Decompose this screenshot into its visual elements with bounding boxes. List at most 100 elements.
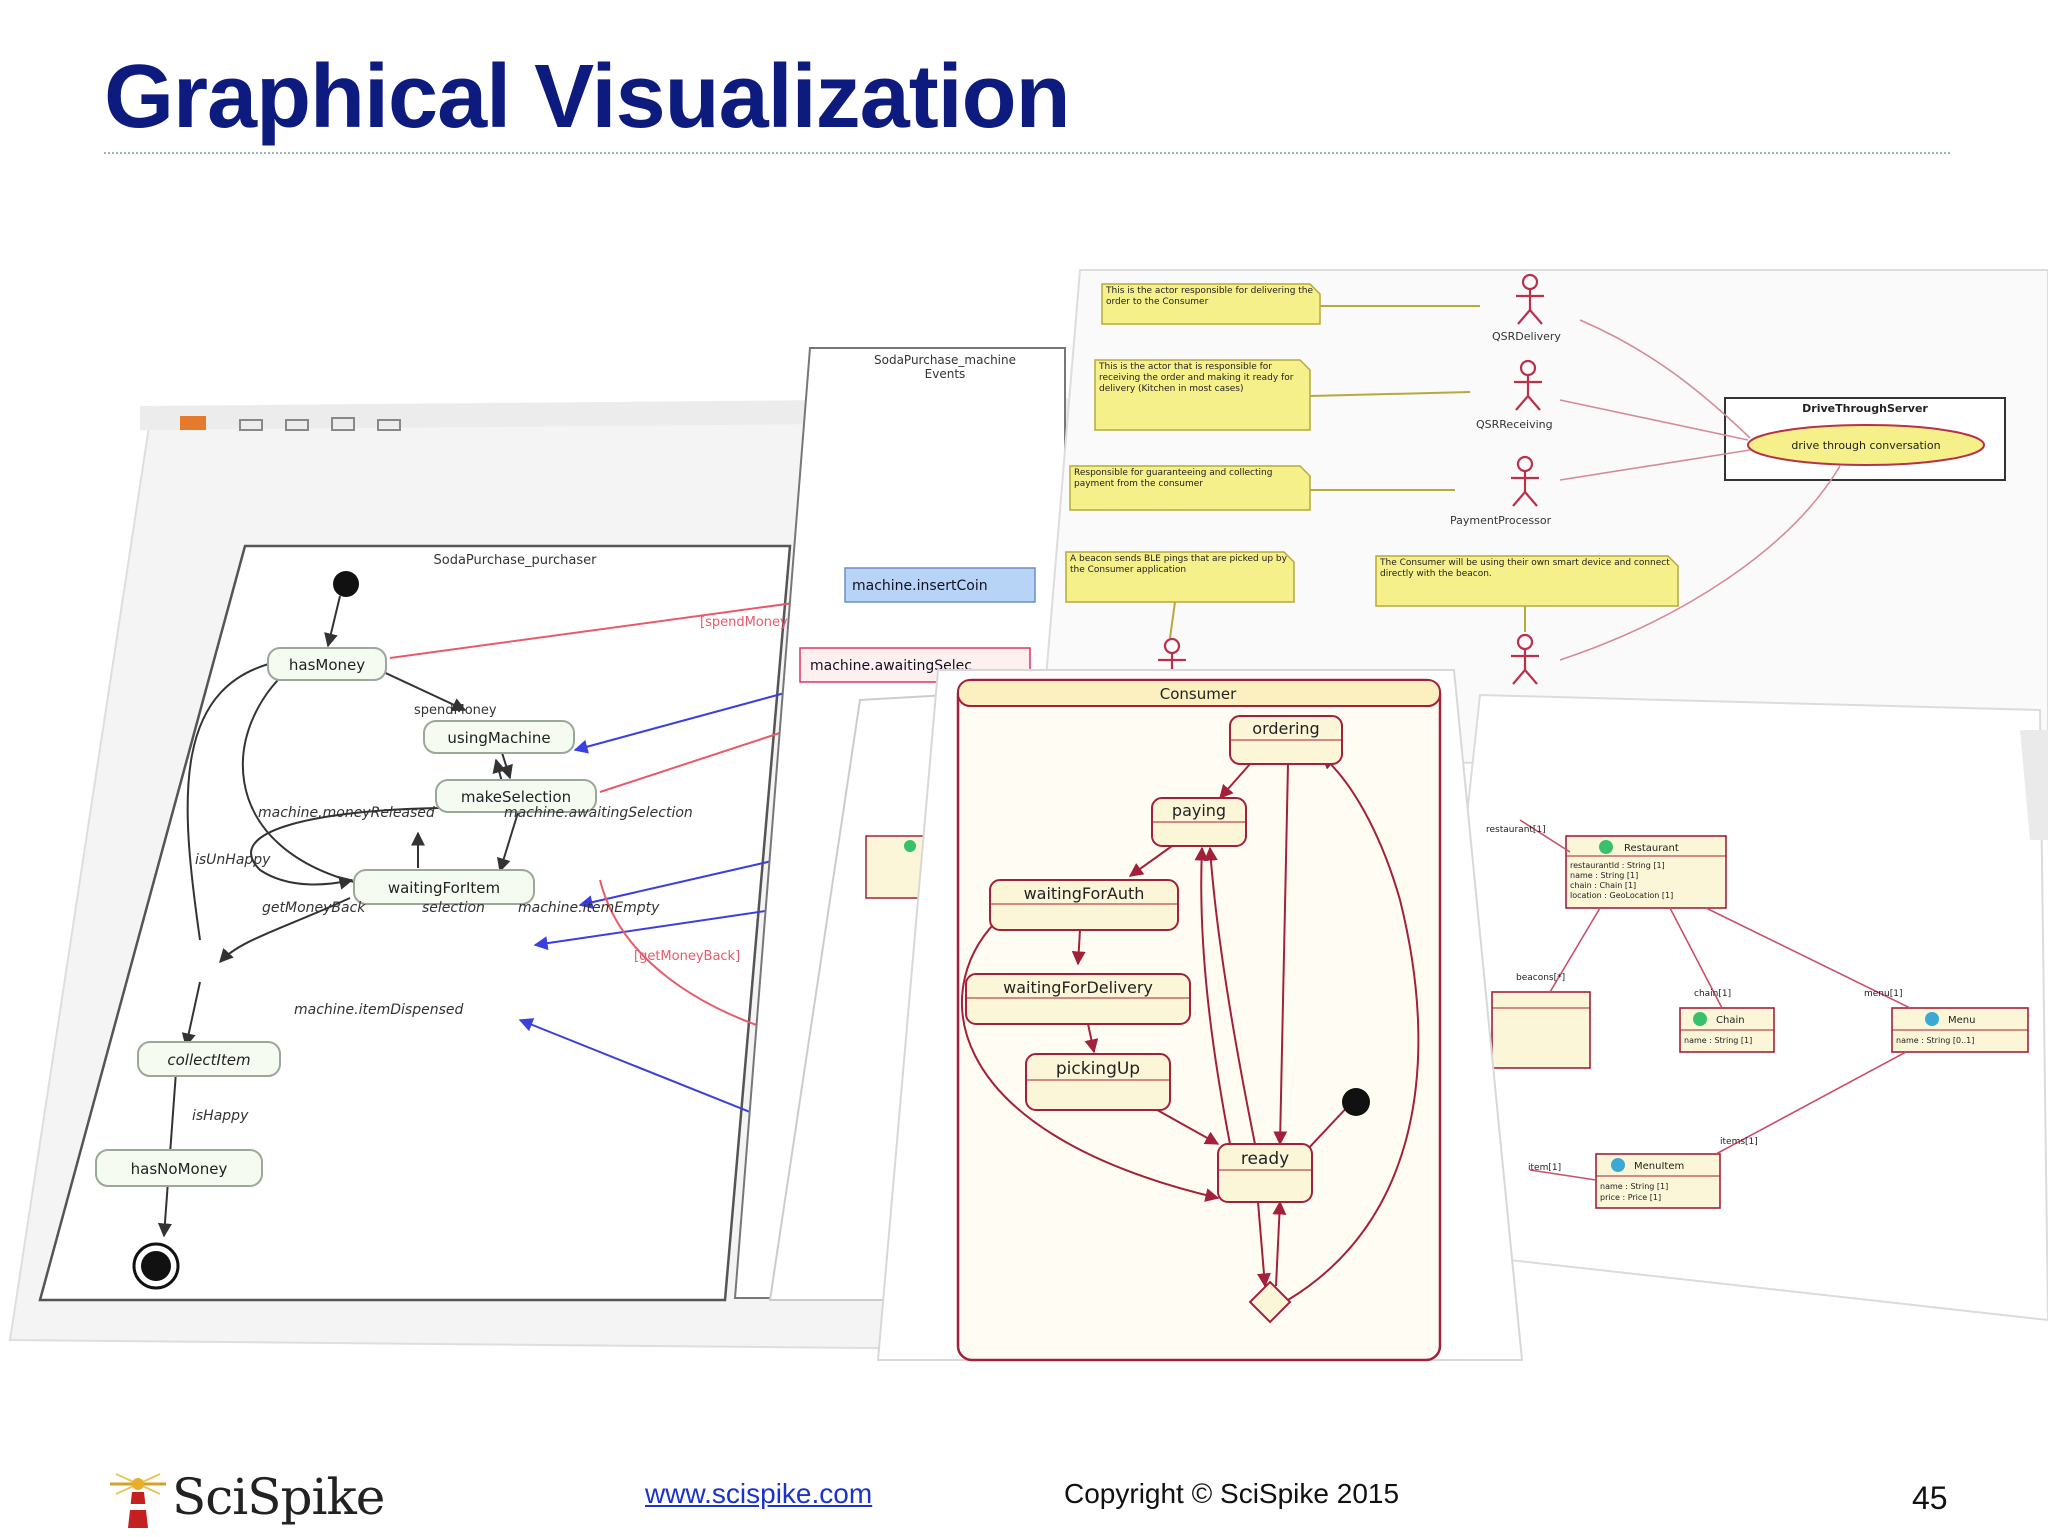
svg-text:Restaurant: Restaurant (1624, 843, 1679, 854)
label-is-happy: isHappy (192, 1108, 249, 1124)
role-items: items[1] (1720, 1137, 1758, 1147)
event-insert-coin[interactable]: machine.insertCoin (844, 567, 1036, 603)
window-app-icon (180, 416, 206, 430)
purchaser-state-make-selection[interactable]: makeSelection (435, 779, 597, 813)
actor-delivery-icon (1516, 273, 1544, 325)
purchaser-final-node (132, 1242, 180, 1290)
svg-text:collectItem: collectItem (167, 1051, 250, 1069)
svg-text:makeSelection: makeSelection (461, 788, 571, 806)
label-get-money-back: getMoneyBack (262, 900, 366, 916)
svg-text:hasMoney: hasMoney (289, 656, 365, 674)
svg-text:chain : Chain [1]: chain : Chain [1] (1570, 881, 1636, 890)
note-delivery: This is the actor responsible for delive… (1101, 283, 1480, 325)
actors-diagram: This is the actor responsible for delive… (1038, 269, 2048, 782)
svg-text:waitingForDelivery: waitingForDelivery (1003, 978, 1153, 997)
svg-text:SodaPurchase_machine: SodaPurchase_machine (874, 353, 1016, 367)
consumer-state-picking-up[interactable]: pickingUp (1025, 1053, 1171, 1111)
svg-text:name : String [1]: name : String [1] (1570, 871, 1638, 880)
label-awaiting-selection: machine.awaitingSelection (504, 805, 693, 821)
svg-text:location : GeoLocation [1]: location : GeoLocation [1] (1570, 891, 1673, 900)
consumer-frame-title: Consumer (1160, 685, 1237, 703)
toolbar-folder-icon[interactable] (285, 419, 309, 431)
toolbar-save-icon[interactable] (331, 417, 355, 431)
svg-text:Menu: Menu (1948, 1015, 1975, 1026)
toolbar-export-icon[interactable] (377, 419, 401, 431)
note-receiving: This is the actor that is responsible fo… (1094, 359, 1471, 431)
actor-payment-label: PaymentProcessor (1450, 514, 1552, 527)
svg-text:usingMachine: usingMachine (447, 729, 550, 747)
note-beacon: A beacon sends BLE pings that are picked… (1065, 551, 1295, 639)
actor-consumer-icon (1511, 633, 1539, 685)
consumer-state-ordering[interactable]: ordering (1229, 715, 1343, 765)
purchaser-state-collect-item[interactable]: collectItem (137, 1041, 281, 1077)
note-payment: Responsible for guaranteeing and collect… (1069, 465, 1455, 511)
consumer-state-ready[interactable]: ready (1217, 1143, 1313, 1203)
svg-text:restaurantId : String [1]: restaurantId : String [1] (1570, 861, 1665, 870)
diagram-collage: SodaPurchase_purchaser (8, 269, 2048, 1362)
class-chain[interactable]: Chain name : String [1] (1679, 1007, 1775, 1053)
footer-website-link[interactable]: www.scispike.com (645, 1478, 873, 1509)
title-divider (104, 152, 1950, 154)
scispike-logo[interactable]: SciSpike (108, 1462, 385, 1532)
consumer-diagram: Consumer ord (876, 669, 1524, 1362)
svg-text:machine.awaitingSelec: machine.awaitingSelec (810, 658, 972, 674)
entity-icon (1693, 1012, 1707, 1026)
svg-text:waitingForAuth: waitingForAuth (1024, 884, 1145, 903)
purchaser-state-waiting-for-item[interactable]: waitingForItem (353, 869, 535, 905)
entity-icon (904, 840, 916, 852)
purchaser-state-using-machine[interactable]: usingMachine (423, 720, 575, 754)
consumer-state-paying[interactable]: paying (1151, 797, 1247, 847)
svg-text:MenuItem: MenuItem (1634, 1161, 1684, 1172)
class-menu[interactable]: Menu name : String [0..1] (1891, 1007, 2029, 1053)
role-chain: chain[1] (1694, 989, 1731, 999)
svg-text:price : Price [1]: price : Price [1] (1600, 1193, 1661, 1202)
purchaser-frame-title: SodaPurchase_purchaser (434, 553, 598, 568)
svg-text:drive through conversation: drive through conversation (1791, 439, 1940, 452)
svg-text:ready: ready (1241, 1149, 1289, 1169)
consumer-choice-node (1248, 1280, 1292, 1324)
label-get-money-back-event: [getMoneyBack] (634, 949, 740, 964)
label-spend-money: spendMoney (414, 703, 497, 718)
class-restaurant[interactable]: Restaurant restaurantId : String [1] nam… (1565, 835, 1727, 909)
toolbar-home-icon[interactable] (239, 419, 263, 431)
svg-text:hasNoMoney: hasNoMoney (131, 1160, 228, 1178)
svg-text:Events: Events (925, 367, 966, 381)
svg-text:waitingForItem: waitingForItem (388, 879, 500, 897)
role-beacons: beacons[*] (1516, 973, 1565, 983)
svg-text:machine.insertCoin: machine.insertCoin (852, 578, 988, 594)
note-consumer: The Consumer will be using their own sma… (1375, 555, 1679, 632)
label-item-empty: machine.itemEmpty (518, 900, 660, 916)
actor-delivery-label: QSRDelivery (1492, 330, 1561, 343)
svg-text:pickingUp: pickingUp (1056, 1059, 1140, 1079)
svg-text:paying: paying (1172, 801, 1226, 820)
role-menu: menu[1] (1864, 989, 1902, 999)
svg-text:name : String [1]: name : String [1] (1684, 1036, 1752, 1045)
role-restaurant: restaurant[1] (1486, 825, 1546, 835)
role-item: item[1] (1528, 1163, 1561, 1173)
actor-receiving-icon (1514, 359, 1542, 411)
slide-title: Graphical Visualization (104, 47, 1071, 147)
consumer-initial-node (1342, 1088, 1370, 1116)
purchaser-frame (38, 544, 792, 1302)
logo-text: SciSpike (172, 1468, 385, 1526)
type-icon (1925, 1012, 1939, 1026)
svg-text:name : String [1]: name : String [1] (1600, 1182, 1668, 1191)
purchaser-initial-node (333, 571, 359, 597)
consumer-state-waiting-for-auth[interactable]: waitingForAuth (989, 879, 1179, 931)
label-spend-money-event: [spendMoney] (700, 615, 793, 630)
class-diagram: Restaurant restaurantId : String [1] nam… (1418, 693, 2048, 1322)
class-beacon-partial[interactable] (1491, 991, 1591, 1069)
purchaser-state-has-money[interactable]: hasMoney (267, 647, 387, 681)
label-selection: selection (422, 900, 485, 916)
svg-text:Chain: Chain (1716, 1015, 1745, 1026)
purchaser-state-has-no-money[interactable]: hasNoMoney (95, 1149, 263, 1187)
label-is-unhappy: isUnHappy (195, 852, 271, 868)
class-menu-item[interactable]: MenuItem name : String [1] price : Price… (1595, 1153, 1721, 1209)
actor-payment-icon (1511, 455, 1539, 507)
svg-text:name : String [0..1]: name : String [0..1] (1896, 1036, 1974, 1045)
consumer-state-waiting-for-delivery[interactable]: waitingForDelivery (965, 973, 1191, 1025)
lighthouse-icon (110, 1473, 166, 1528)
drive-through-server[interactable]: DriveThroughServer drive through convers… (1724, 397, 2006, 481)
footer-copyright: Copyright © SciSpike 2015 (1064, 1478, 1400, 1509)
